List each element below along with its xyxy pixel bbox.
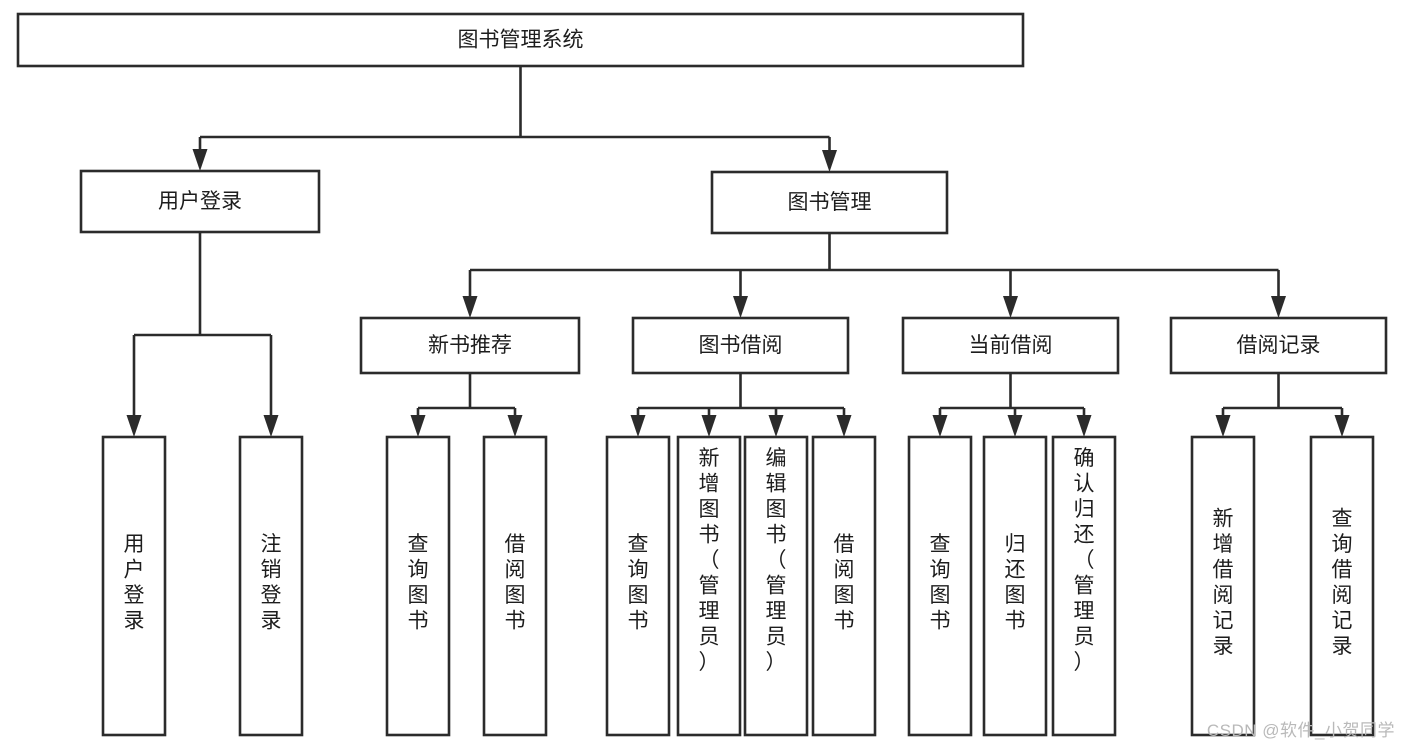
arrow-head-icon bbox=[462, 296, 478, 318]
node-label: 用户登录 bbox=[158, 190, 242, 213]
node-box bbox=[605, 435, 671, 737]
node-cb-confirm-return[interactable]: 确认归还（管理员） bbox=[1051, 435, 1117, 737]
node-br-query-record[interactable]: 查询借阅记录 bbox=[1309, 435, 1375, 737]
arrow-head-icon bbox=[192, 149, 208, 171]
node-box bbox=[676, 435, 742, 737]
arrow-head-icon bbox=[410, 415, 426, 437]
node-label: 当前借阅 bbox=[969, 334, 1053, 357]
arrow-head-icon bbox=[263, 415, 279, 437]
node-label: 编辑图书（管理员） bbox=[766, 447, 787, 674]
arrow-head-icon bbox=[768, 415, 784, 437]
node-bb-add-book[interactable]: 新增图书（管理员） bbox=[676, 435, 742, 737]
csdn-watermark: CSDN @软件_小贺同学 bbox=[1206, 721, 1395, 740]
node-box bbox=[1309, 435, 1375, 737]
node-label: 图书管理系统 bbox=[458, 29, 584, 52]
node-box bbox=[482, 435, 548, 737]
node-box bbox=[359, 316, 581, 375]
node-label: 用户登录 bbox=[124, 533, 145, 633]
node-nb-query-book[interactable]: 查询图书 bbox=[385, 435, 451, 737]
node-new-book-recommend[interactable]: 新书推荐 bbox=[359, 316, 581, 375]
node-box bbox=[811, 435, 877, 737]
node-root[interactable]: 图书管理系统 bbox=[16, 12, 1025, 68]
node-label: 查询图书 bbox=[930, 533, 951, 633]
node-label: 查询图书 bbox=[628, 533, 649, 633]
arrow-head-icon bbox=[822, 150, 837, 172]
node-label: 图书管理 bbox=[788, 191, 872, 214]
node-label: 图书借阅 bbox=[699, 334, 783, 357]
node-box bbox=[238, 435, 304, 737]
node-box bbox=[901, 316, 1120, 375]
node-label: 注销登录 bbox=[261, 533, 282, 633]
arrow-head-icon bbox=[630, 415, 646, 437]
node-label: 归还图书 bbox=[1005, 533, 1026, 633]
node-book-borrow[interactable]: 图书借阅 bbox=[631, 316, 850, 375]
node-box bbox=[16, 12, 1025, 68]
arrow-head-icon bbox=[932, 415, 948, 437]
node-cb-query-book[interactable]: 查询图书 bbox=[907, 435, 973, 737]
node-leaf-logout[interactable]: 注销登录 bbox=[238, 435, 304, 737]
node-label: 新增借阅记录 bbox=[1213, 508, 1234, 659]
node-label: 借阅记录 bbox=[1237, 334, 1321, 357]
arrow-head-icon bbox=[733, 296, 748, 318]
node-label: 借阅图书 bbox=[834, 533, 855, 633]
node-borrow-record[interactable]: 借阅记录 bbox=[1169, 316, 1388, 375]
node-br-add-record[interactable]: 新增借阅记录 bbox=[1190, 435, 1256, 737]
node-current-borrow[interactable]: 当前借阅 bbox=[901, 316, 1120, 375]
node-label: 新增图书（管理员） bbox=[699, 447, 720, 674]
node-box bbox=[982, 435, 1048, 737]
node-box bbox=[1190, 435, 1256, 737]
node-nb-borrow-book[interactable]: 借阅图书 bbox=[482, 435, 548, 737]
arrow-head-icon bbox=[1271, 296, 1286, 318]
node-box bbox=[743, 435, 809, 737]
arrow-head-icon bbox=[836, 415, 852, 437]
node-label: 查询借阅记录 bbox=[1332, 508, 1353, 659]
arrow-head-icon bbox=[1007, 415, 1023, 437]
node-box bbox=[1169, 316, 1388, 375]
arrow-head-icon bbox=[507, 415, 523, 437]
arrow-head-icon bbox=[1076, 415, 1092, 437]
node-box bbox=[907, 435, 973, 737]
node-box bbox=[1051, 435, 1117, 737]
node-user-login[interactable]: 用户登录 bbox=[79, 169, 321, 234]
node-cb-return-book[interactable]: 归还图书 bbox=[982, 435, 1048, 737]
node-label: 借阅图书 bbox=[505, 533, 526, 633]
node-label: 查询图书 bbox=[408, 533, 429, 633]
node-label: 确认归还（管理员） bbox=[1074, 447, 1095, 674]
node-box bbox=[101, 435, 167, 737]
node-bb-edit-book[interactable]: 编辑图书（管理员） bbox=[743, 435, 809, 737]
arrow-head-icon bbox=[1003, 296, 1018, 318]
arrow-head-icon bbox=[1334, 415, 1350, 437]
node-bb-borrow-book[interactable]: 借阅图书 bbox=[811, 435, 877, 737]
arrow-head-icon bbox=[1215, 415, 1231, 437]
arrow-head-icon bbox=[126, 415, 142, 437]
node-box bbox=[385, 435, 451, 737]
node-label: 新书推荐 bbox=[428, 334, 512, 357]
node-leaf-user-login[interactable]: 用户登录 bbox=[101, 435, 167, 737]
node-box bbox=[710, 170, 949, 235]
arrow-head-icon bbox=[701, 415, 717, 437]
node-bb-query-book[interactable]: 查询图书 bbox=[605, 435, 671, 737]
node-book-manage[interactable]: 图书管理 bbox=[710, 170, 949, 235]
